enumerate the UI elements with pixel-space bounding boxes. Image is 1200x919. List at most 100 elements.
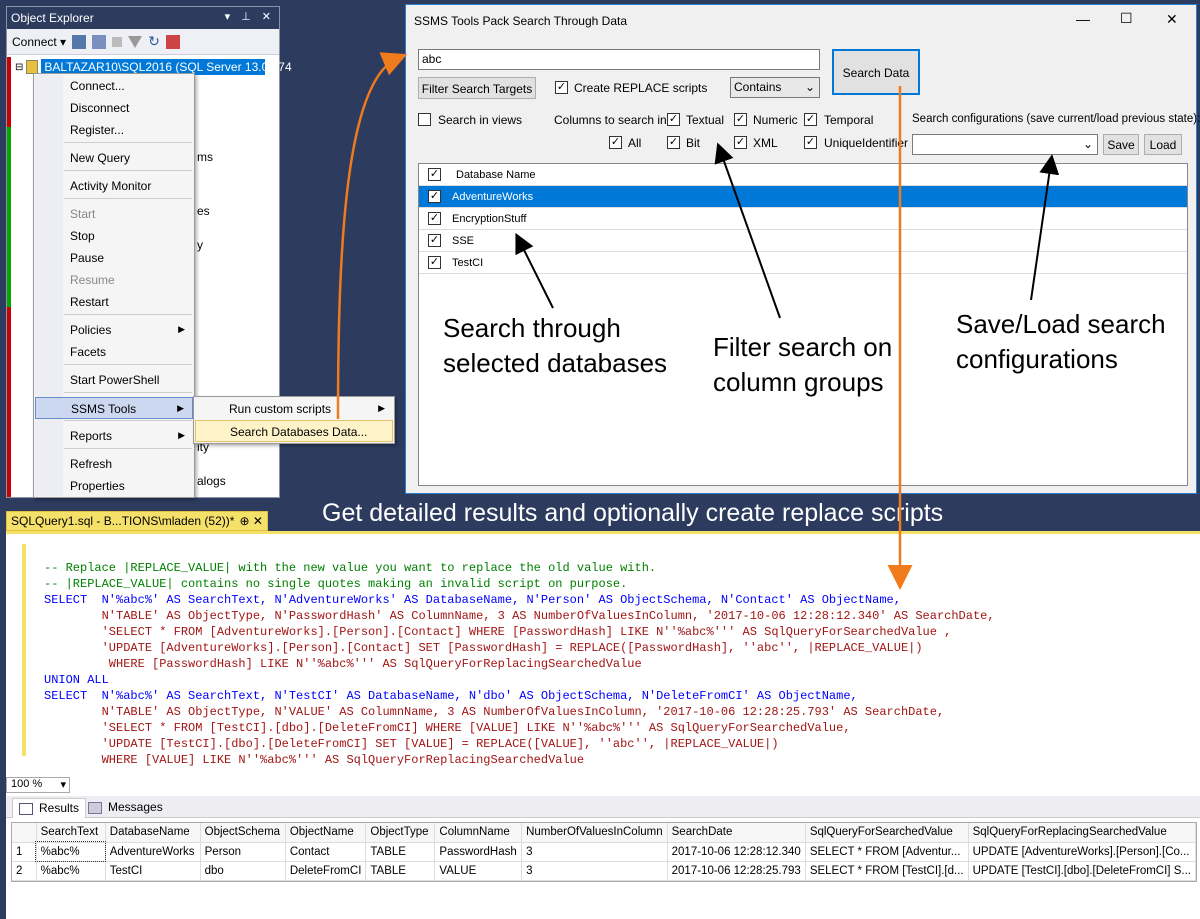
table-cell[interactable]: SELECT * FROM [Adventur... <box>805 842 969 862</box>
menu-item-run-custom-scripts[interactable]: Run custom scripts▶ <box>195 398 393 420</box>
maximize-icon[interactable]: ☐ <box>1120 10 1133 26</box>
query-editor[interactable]: -- Replace |REPLACE_VALUE| with the new … <box>6 531 1200 919</box>
menu-item-search-databases-data[interactable]: Search Databases Data... <box>195 420 393 442</box>
filter-search-targets-button[interactable]: Filter Search Targets <box>418 77 536 99</box>
table-cell[interactable]: dbo <box>200 861 286 881</box>
search-config-select[interactable]: ⌄ <box>912 134 1098 155</box>
menu-item-start-powershell[interactable]: Start PowerShell <box>70 373 160 387</box>
menu-item-register[interactable]: Register... <box>70 123 125 137</box>
table-row[interactable]: 2 %abc% TestCI dbo DeleteFromCI TABLE VA… <box>12 861 1197 881</box>
menu-item-new-query[interactable]: New Query <box>70 151 131 165</box>
collapse-icon[interactable]: ⊟ <box>15 61 24 73</box>
table-row[interactable]: 1 %abc% AdventureWorks Person Contact TA… <box>12 841 1197 862</box>
minimize-icon[interactable]: — <box>1076 11 1090 27</box>
query-editor-tab[interactable]: SQLQuery1.sql - B...TIONS\mladen (52))* … <box>6 511 268 531</box>
column-header[interactable]: DatabaseName <box>105 823 201 843</box>
menu-item-connect[interactable]: Connect... <box>70 79 125 93</box>
table-cell[interactable]: 2017-10-06 12:28:25.793 <box>667 861 806 881</box>
database-row[interactable]: ✓ EncryptionStuff <box>419 208 1187 230</box>
table-cell[interactable]: SELECT * FROM [TestCI].[d... <box>805 861 969 881</box>
annotation-line: Save/Load search <box>956 309 1166 339</box>
menu-item-policies[interactable]: Policies▶ <box>35 319 193 341</box>
bit-checkbox[interactable]: ✓ <box>667 136 680 149</box>
database-checkbox[interactable]: ✓ <box>428 234 441 247</box>
table-cell[interactable]: PasswordHash <box>434 842 523 862</box>
refresh-icon[interactable]: ↻ <box>148 33 160 49</box>
search-in-views-checkbox[interactable]: ✓ <box>418 113 431 126</box>
column-header[interactable]: SearchText <box>36 823 106 843</box>
table-cell[interactable]: 3 <box>521 861 668 881</box>
tab-controls[interactable]: ⊕ ✕ <box>239 514 263 528</box>
menu-separator <box>64 170 192 171</box>
activity-monitor-icon[interactable] <box>165 34 180 49</box>
column-header[interactable]: SearchDate <box>667 823 806 843</box>
table-cell[interactable]: Person <box>200 842 286 862</box>
menu-item-activity-monitor[interactable]: Activity Monitor <box>70 179 152 193</box>
column-header[interactable]: ObjectSchema <box>200 823 286 843</box>
xml-checkbox[interactable]: ✓ <box>734 136 747 149</box>
table-cell[interactable]: %abc% <box>35 841 107 862</box>
database-checkbox[interactable]: ✓ <box>428 256 441 269</box>
table-cell[interactable]: TABLE <box>365 842 436 862</box>
database-row[interactable]: ✓ SSE <box>419 230 1187 252</box>
menu-item-ssms-tools[interactable]: SSMS Tools▶ <box>35 397 193 419</box>
numeric-checkbox[interactable]: ✓ <box>734 113 747 126</box>
zoom-select[interactable]: 100 % ▾ <box>6 777 70 793</box>
connect-server-icon[interactable] <box>72 34 87 49</box>
tab-messages[interactable]: Messages <box>82 798 169 818</box>
table-cell[interactable]: TestCI <box>105 861 201 881</box>
textual-checkbox[interactable]: ✓ <box>667 113 680 126</box>
menu-item-refresh[interactable]: Refresh <box>70 457 113 471</box>
close-icon[interactable]: ✕ <box>1166 11 1178 27</box>
database-row[interactable]: ✓ AdventureWorks <box>419 186 1187 208</box>
table-cell[interactable]: AdventureWorks <box>105 842 201 862</box>
column-header[interactable]: SqlQueryForReplacingSearchedValue <box>968 823 1197 843</box>
menu-item-disconnect[interactable]: Disconnect <box>70 101 130 115</box>
database-name: TestCI <box>452 257 484 269</box>
all-checkbox[interactable]: ✓ <box>609 136 622 149</box>
menu-item-reports[interactable]: Reports▶ <box>35 425 193 447</box>
table-cell[interactable]: UPDATE [AdventureWorks].[Person].[Co... <box>968 842 1197 862</box>
disconnect-icon[interactable] <box>92 34 107 49</box>
column-header[interactable]: NumberOfValuesInColumn <box>521 823 668 843</box>
column-header[interactable]: ColumnName <box>434 823 523 843</box>
database-checkbox[interactable]: ✓ <box>428 190 441 203</box>
menu-item-pause[interactable]: Pause <box>70 251 105 265</box>
table-cell[interactable]: DeleteFromCI <box>285 861 367 881</box>
table-cell[interactable]: TABLE <box>365 861 436 881</box>
temporal-checkbox[interactable]: ✓ <box>804 113 817 126</box>
table-cell[interactable]: 3 <box>521 842 668 862</box>
menu-item-properties[interactable]: Properties <box>70 479 125 493</box>
tab-results[interactable]: Results <box>12 798 87 818</box>
database-checkbox[interactable]: ✓ <box>428 212 441 225</box>
filter-icon[interactable] <box>128 35 143 48</box>
create-replace-checkbox[interactable]: ✓ <box>555 81 568 94</box>
panel-pin-controls[interactable]: ▾ ⊥ ✕ <box>224 11 275 23</box>
table-cell[interactable]: %abc% <box>36 861 106 881</box>
connect-button[interactable]: Connect ▾ <box>12 34 67 49</box>
search-data-button[interactable]: Search Data <box>832 49 920 95</box>
search-text-input[interactable]: abc <box>418 49 820 70</box>
annotation-save-load: Save/Load search configurations <box>956 307 1166 377</box>
sql-code[interactable]: -- Replace |REPLACE_VALUE| with the new … <box>44 544 995 800</box>
column-header[interactable]: ObjectType <box>365 823 436 843</box>
table-cell[interactable]: UPDATE [TestCI].[dbo].[DeleteFromCI] S..… <box>968 861 1197 881</box>
table-cell[interactable]: Contact <box>285 842 367 862</box>
stop-icon[interactable] <box>112 36 123 47</box>
match-mode-select[interactable]: Contains⌄ <box>730 77 820 98</box>
server-node[interactable]: ⊟ BALTAZAR10\SQL2016 (SQL Server 13.0.17… <box>15 58 292 76</box>
annotation-line: selected databases <box>443 348 668 378</box>
save-config-button[interactable]: Save <box>1103 134 1139 155</box>
load-config-button[interactable]: Load <box>1144 134 1182 155</box>
menu-item-stop[interactable]: Stop <box>70 229 95 243</box>
uniqueidentifier-checkbox[interactable]: ✓ <box>804 136 817 149</box>
menu-item-restart[interactable]: Restart <box>70 295 109 309</box>
table-cell[interactable]: VALUE <box>434 861 523 881</box>
column-header[interactable]: ObjectName <box>285 823 367 843</box>
database-row[interactable]: ✓ TestCI <box>419 252 1187 274</box>
menu-item-facets[interactable]: Facets <box>70 345 107 359</box>
database-name-header: Database Name <box>456 169 536 181</box>
table-cell[interactable]: 2017-10-06 12:28:12.340 <box>667 842 806 862</box>
column-header[interactable]: SqlQueryForSearchedValue <box>805 823 969 843</box>
select-all-databases-checkbox[interactable]: ✓ <box>428 168 441 181</box>
